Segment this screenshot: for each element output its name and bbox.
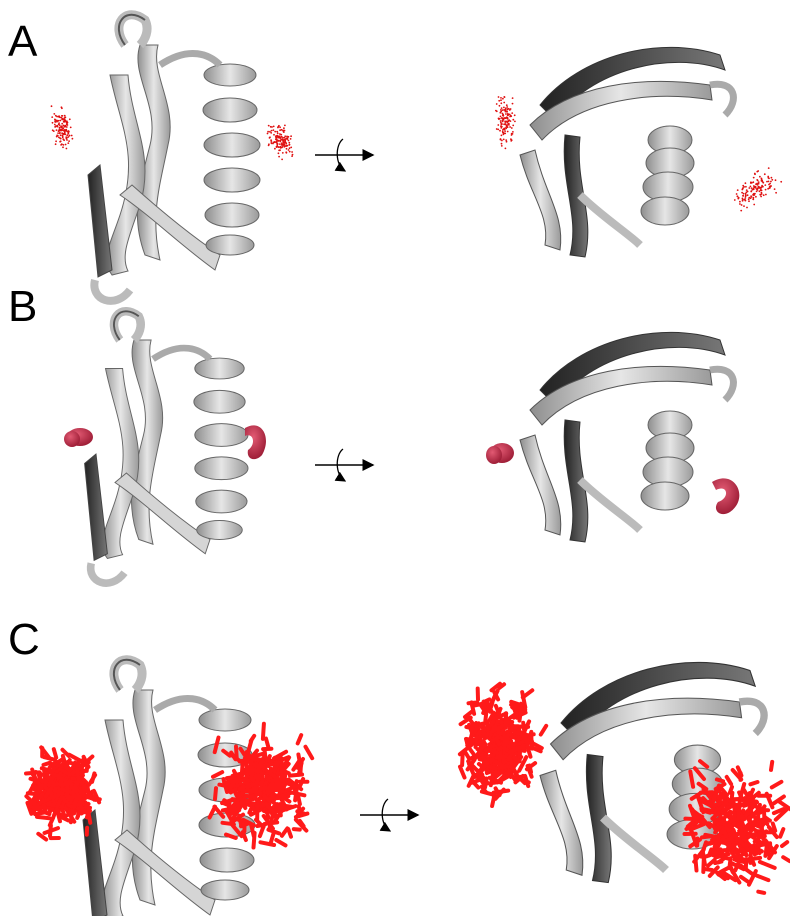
rotation-arrow-icon	[315, 449, 373, 481]
protein-ribbon-b-rotated	[520, 332, 733, 542]
protein-ribbon-a-front	[88, 15, 260, 301]
protein-ribbon-a-rotated	[520, 47, 733, 257]
density-blobs-b	[64, 425, 739, 514]
rotation-arrow-icon	[360, 799, 418, 831]
panel-a	[51, 15, 783, 301]
rotation-arrow-icon	[315, 139, 373, 171]
protein-ribbon-b-front	[85, 311, 248, 583]
panel-c	[26, 660, 790, 916]
panel-b	[64, 311, 739, 583]
